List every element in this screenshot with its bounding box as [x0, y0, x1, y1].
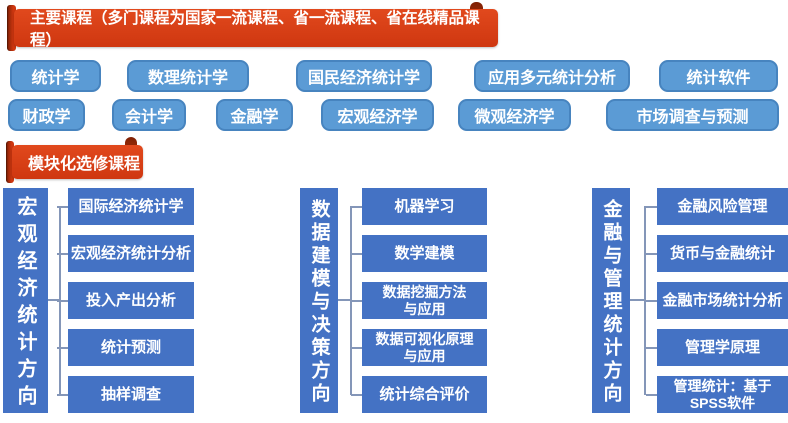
course-box-microeconomics: 微观经济学	[458, 99, 571, 131]
module-course-box: 金融市场统计分析	[646, 282, 788, 319]
connector-line	[644, 206, 646, 395]
module-column-finance-management-statistics: 金融与管理统计方向 金融风险管理 货币与金融统计 金融市场统计分析 管理学原理 …	[592, 188, 788, 413]
module-course-box: 数据挖掘方法 与应用	[351, 282, 487, 319]
module-course-list: 机器学习 数学建模 数据挖掘方法 与应用 数据可视化原理 与应用 统计综合评价	[351, 188, 487, 413]
module-column-macroeconomic-statistics: 宏观经济统计方向 国际经济统计学 宏观经济统计分析 投入产出分析 统计预测 抽样…	[3, 188, 194, 413]
course-box-applied-multivariate-statistics: 应用多元统计分析	[474, 60, 630, 92]
module-course-box: 数学建模	[351, 235, 487, 272]
elective-modules-banner: 模块化选修课程	[6, 137, 156, 187]
course-box-statistical-software: 统计软件	[659, 60, 778, 92]
module-course-box: 金融风险管理	[646, 188, 788, 225]
module-title-vertical: 金融与管理统计方向	[592, 188, 630, 413]
module-course-box: 货币与金融统计	[646, 235, 788, 272]
course-box-market-survey-forecast: 市场调查与预测	[606, 99, 779, 131]
course-box-math-statistics: 数理统计学	[127, 60, 249, 92]
course-box-statistics: 统计学	[10, 60, 101, 92]
module-course-list: 国际经济统计学 宏观经济统计分析 投入产出分析 统计预测 抽样调查	[57, 188, 194, 413]
module-course-box: 投入产出分析	[57, 282, 194, 319]
main-courses-banner: 主要课程（多门课程为国家一流课程、省一流课程、省在线精品课程）	[6, 2, 506, 54]
module-course-box: 宏观经济统计分析	[57, 235, 194, 272]
module-course-box: 国际经济统计学	[57, 188, 194, 225]
module-course-box: 管理统计：基于 SPSS软件	[646, 376, 788, 413]
module-course-box: 统计预测	[57, 329, 194, 366]
connector-line	[630, 299, 644, 301]
module-title-vertical: 宏观经济统计方向	[3, 188, 48, 413]
main-courses-banner-label: 主要课程（多门课程为国家一流课程、省一流课程、省在线精品课程）	[14, 9, 498, 49]
module-column-data-modeling-decision: 数据建模与决策方向 机器学习 数学建模 数据挖掘方法 与应用 数据可视化原理 与…	[300, 188, 487, 413]
connector-line	[48, 299, 59, 301]
module-course-box: 管理学原理	[646, 329, 788, 366]
course-box-public-finance: 财政学	[8, 99, 85, 131]
ribbon-left-roll	[6, 141, 14, 183]
elective-modules-banner-label: 模块化选修课程	[12, 145, 143, 179]
module-course-box: 数据可视化原理 与应用	[351, 329, 487, 366]
ribbon-left-roll	[7, 5, 16, 51]
module-course-box: 统计综合评价	[351, 376, 487, 413]
course-box-national-economic-statistics: 国民经济统计学	[296, 60, 432, 92]
course-box-accounting: 会计学	[112, 99, 186, 131]
course-box-macroeconomics: 宏观经济学	[321, 99, 434, 131]
module-course-box: 机器学习	[351, 188, 487, 225]
course-box-finance: 金融学	[216, 99, 293, 131]
module-course-box: 抽样调查	[57, 376, 194, 413]
module-title-vertical: 数据建模与决策方向	[300, 188, 338, 413]
module-course-list: 金融风险管理 货币与金融统计 金融市场统计分析 管理学原理 管理统计：基于 SP…	[646, 188, 788, 413]
connector-line	[338, 299, 350, 301]
